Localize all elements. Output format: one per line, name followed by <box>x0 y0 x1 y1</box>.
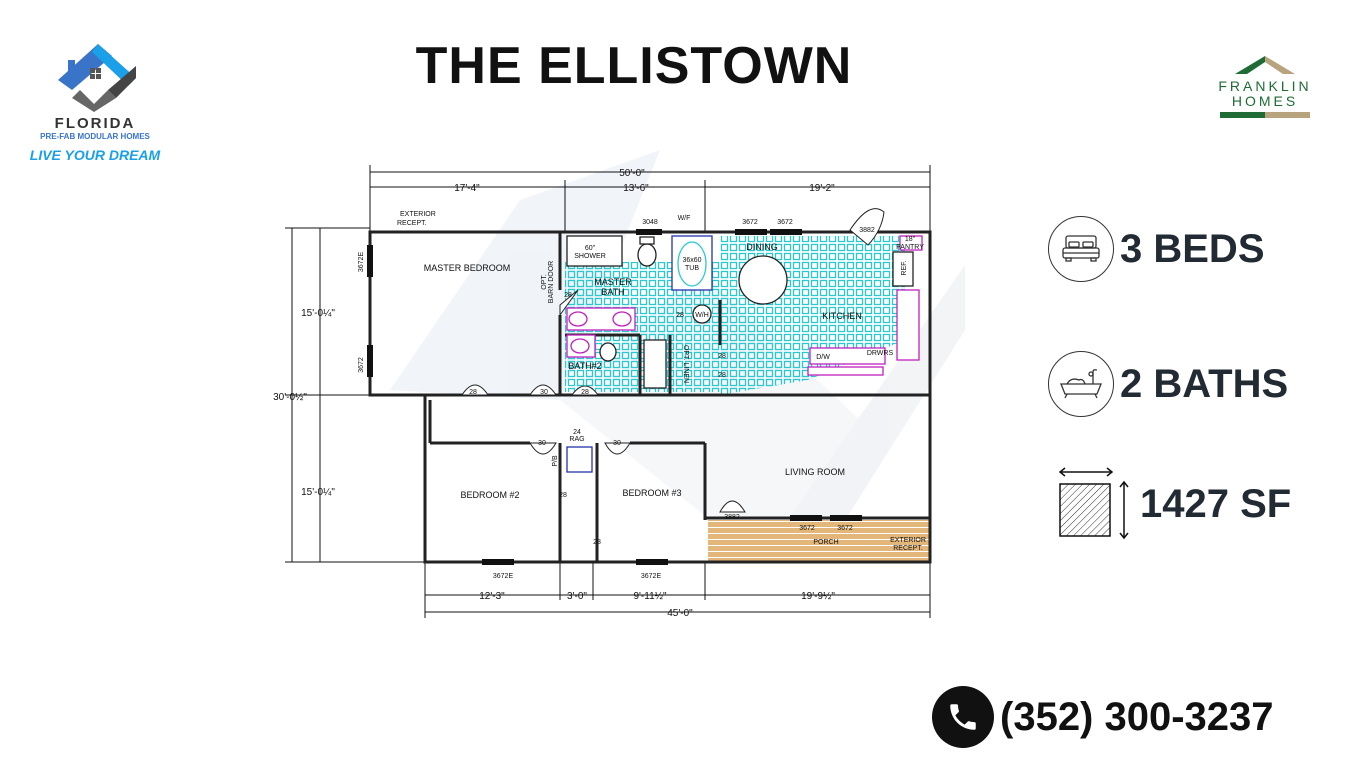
room-labels: MASTER BEDROOM MASTER BATH 60" SHOWER 36… <box>397 211 926 552</box>
window-3672-porch-b: 3672 <box>837 525 853 532</box>
dim-bottom-seg2: 3'-0" <box>567 591 587 602</box>
franklin-homes-logo: FRANKLIN HOMES <box>1200 56 1330 118</box>
ext-recept-porch-1: EXTERIOR <box>890 537 926 544</box>
phone-number[interactable]: (352) 300-3237 <box>1000 694 1274 739</box>
ext-recept-top-1: EXTERIOR <box>400 211 436 218</box>
page-title: THE ELLISTOWN <box>415 37 853 95</box>
window-3672-porch-a: 3672 <box>799 525 815 532</box>
pantry-size: 18" <box>905 236 916 243</box>
dim-bottom-seg1: 12'-3" <box>479 591 505 602</box>
brand-underline <box>1220 112 1310 118</box>
stat-beds: 3 BEDS <box>1048 216 1265 282</box>
house-logo-icon <box>58 44 136 112</box>
door-28-linen-a: 28 <box>718 353 726 360</box>
door-28-closet-a: 28 <box>559 492 567 499</box>
stat-square-feet: 1427 SF <box>1058 466 1291 542</box>
shower-label: SHOWER <box>574 253 606 260</box>
window-3048: 3048 <box>642 219 658 226</box>
tub-label: TUB <box>685 265 699 272</box>
window-3672e-bed3: 3672E <box>641 573 662 580</box>
water-heater-label: W/H <box>695 312 709 319</box>
dim-bottom-overall: 45'-0" <box>667 608 693 619</box>
room-master-bath-1: MASTER <box>594 277 632 287</box>
panel-box-label: P/B <box>552 455 559 467</box>
door-swings <box>461 208 885 513</box>
dim-left-lower: 15'-0¼" <box>301 486 335 498</box>
fixtures <box>566 235 923 473</box>
rag-size: 24 <box>573 429 581 436</box>
ref-label: REF. <box>901 260 908 275</box>
opening-labels: 3048 3672 3672 3882 3672E 3672 3882 3672… <box>358 219 875 580</box>
drawers-label: DRWRS <box>867 350 894 357</box>
porch-deck <box>708 520 930 562</box>
dim-left-upper: 15'-0¼" <box>301 307 335 319</box>
linen-label: OPT. LINEN <box>682 345 689 383</box>
brand-tagline: LIVE YOUR DREAM <box>29 147 161 163</box>
window-3672-b: 3672 <box>777 219 793 226</box>
ext-recept-top-2: RECEPT. <box>397 220 427 227</box>
door-28-master: 28 <box>469 389 477 396</box>
window-3672e-master: 3672E <box>358 252 365 273</box>
dim-bottom-seg3: 9'-11½" <box>633 591 667 602</box>
window-3672-a: 3672 <box>742 219 758 226</box>
door-28-closet-b: 28 <box>593 539 601 546</box>
room-bedroom3: BEDROOM #3 <box>622 488 681 498</box>
door-28-barn: 28 <box>564 292 572 299</box>
brand-name: FLORIDA <box>54 115 136 132</box>
dim-top-overall: 50'-0" <box>619 168 645 179</box>
window-3672e-bed2: 3672E <box>493 573 514 580</box>
ext-recept-porch-2: RECEPT. <box>893 545 923 552</box>
dimension-labels: 50'-0" 17'-4" 13'-6" 19'-2" 15'-0¼" 30'-… <box>273 168 835 619</box>
rag-label: RAG <box>569 436 584 443</box>
room-master-bedroom: MASTER BEDROOM <box>424 263 511 273</box>
stat-baths: 2 BATHS <box>1048 351 1288 417</box>
barn-door-label-2: BARN DOOR <box>548 261 555 303</box>
door-3882-porch: 3882 <box>724 514 740 521</box>
dim-top-seg3: 19'-2" <box>809 183 835 194</box>
bed-icon <box>1048 216 1114 282</box>
room-living: LIVING ROOM <box>785 467 845 477</box>
door-30-bed3: 30 <box>613 440 621 447</box>
room-bath2: BATH#2 <box>568 361 601 371</box>
door-30-hall: 30 <box>540 389 548 396</box>
room-porch: PORCH <box>813 539 838 546</box>
dimension-lines <box>285 165 931 618</box>
dim-top-seg2: 13'-6" <box>623 183 649 194</box>
room-dining: DINING <box>746 242 778 252</box>
dim-bottom-seg4: 19'-9½" <box>801 591 835 602</box>
barn-door-label-1: OPT. <box>541 274 548 290</box>
room-kitchen: KITCHEN <box>822 311 862 321</box>
dim-top-seg1: 17'-4" <box>454 183 480 194</box>
shower-size: 60" <box>585 245 596 252</box>
brand-line1: FRANKLIN <box>1218 78 1312 94</box>
door-3882-top: 3882 <box>859 227 875 234</box>
phone-contact[interactable]: (352) 300-3237 <box>932 686 1274 748</box>
florida-prefab-logo: FLORIDA PRE-FAB MODULAR HOMES LIVE YOUR … <box>20 40 170 163</box>
brand-subtitle: PRE-FAB MODULAR HOMES <box>40 132 150 141</box>
door-28-bath2: 28 <box>581 389 589 396</box>
door-30-bed2: 30 <box>538 440 546 447</box>
baths-label: 2 BATHS <box>1120 361 1289 406</box>
roof-logo-icon <box>1235 56 1295 74</box>
pantry-label: PANTRY <box>896 244 924 251</box>
room-master-bath-2: BATH <box>601 287 624 297</box>
dim-left-overall: 30'-0½" <box>273 392 307 403</box>
door-28-linen-b: 28 <box>718 372 726 379</box>
window-3672-master: 3672 <box>358 357 365 373</box>
tub-size: 36x60 <box>682 257 701 264</box>
door-28-wh: 28 <box>676 312 684 319</box>
phone-icon <box>932 686 994 748</box>
window-marks <box>367 229 862 565</box>
dishwasher-label: D/W <box>816 354 830 361</box>
square-footage-icon <box>1058 467 1129 540</box>
bathtub-icon <box>1048 351 1114 417</box>
room-bedroom2: BEDROOM #2 <box>460 490 519 500</box>
brand-line2: HOMES <box>1231 93 1299 109</box>
beds-label: 3 BEDS <box>1120 226 1265 271</box>
water-faucet-label: W/F <box>678 215 691 222</box>
square-feet-label: 1427 SF <box>1140 481 1292 526</box>
